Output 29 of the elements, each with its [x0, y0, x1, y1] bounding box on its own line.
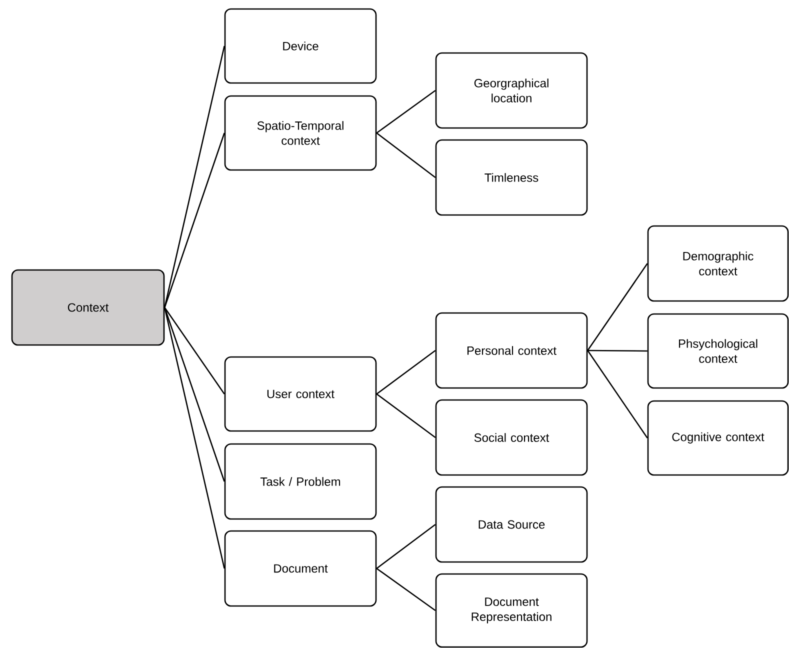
connector-line: [376, 393, 436, 438]
category-box: Data Source: [435, 486, 588, 563]
category-box: Cognitive context: [647, 400, 789, 476]
connector-line: [164, 46, 225, 308]
category-box: Demographic context: [647, 225, 789, 302]
connector-line: [164, 307, 225, 394]
connector-line: [376, 524, 436, 570]
connector-line: [164, 307, 225, 482]
category-box: Document Representation: [435, 573, 588, 648]
category-box: Georgraphical location: [435, 52, 588, 129]
connector-line: [376, 568, 436, 612]
category-box: Task / Problem: [224, 443, 377, 520]
connector-line: [588, 350, 648, 352]
category-box: Social context: [435, 399, 588, 476]
connector-line: [587, 263, 648, 351]
category-box: Personal context: [435, 312, 588, 389]
category-box: Document: [224, 530, 377, 607]
connector-line: [376, 90, 436, 134]
category-box: Spatio-Temporal context: [224, 95, 377, 171]
category-box: User context: [224, 356, 377, 432]
connector-line: [376, 132, 436, 178]
connector-line: [164, 307, 225, 569]
connector-line: [587, 350, 648, 438]
connector-line: [376, 350, 436, 395]
category-box: Phsychological context: [647, 313, 789, 389]
category-box: Device: [224, 8, 377, 84]
category-box: Timleness: [435, 139, 588, 216]
root-box: Context: [11, 269, 165, 346]
connector-line: [164, 132, 225, 308]
